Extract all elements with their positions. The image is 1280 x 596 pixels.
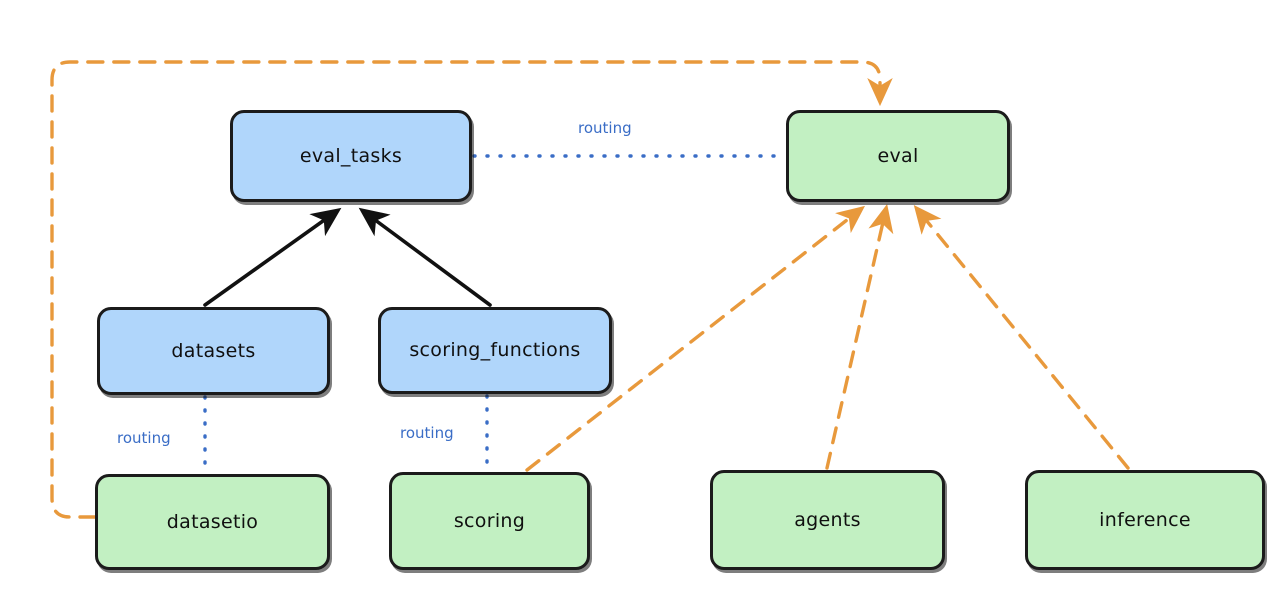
node-label-scoring-functions: scoring_functions (409, 339, 581, 362)
node-label-eval: eval (877, 144, 919, 167)
edge-scoring-to-eval (525, 205, 866, 472)
node-agents[interactable]: agents (710, 470, 945, 570)
node-datasetio[interactable]: datasetio (95, 474, 330, 570)
edge-inference-to-eval (913, 205, 1130, 470)
node-scoring[interactable]: scoring (389, 472, 590, 570)
node-scoring-functions[interactable]: scoring_functions (378, 307, 612, 394)
edge-label-routing-scoring-functions-scoring: routing (400, 424, 454, 442)
node-label-datasetio: datasetio (166, 510, 259, 533)
node-label-inference: inference (1099, 508, 1191, 531)
node-label-datasets: datasets (171, 339, 256, 362)
node-eval[interactable]: eval (786, 110, 1010, 202)
node-label-eval-tasks: eval_tasks (299, 144, 403, 167)
edge-label-routing-eval-tasks-eval: routing (578, 119, 632, 137)
edge-agents-to-eval (825, 204, 894, 470)
edge-datasets-to-eval_tasks (203, 207, 342, 307)
edge-datasetio-to-eval (50, 60, 893, 519)
node-datasets[interactable]: datasets (97, 307, 330, 395)
node-inference[interactable]: inference (1025, 470, 1265, 570)
node-eval-tasks[interactable]: eval_tasks (230, 110, 472, 202)
node-label-agents: agents (794, 508, 861, 531)
node-label-scoring: scoring (453, 509, 526, 532)
edge-label-routing-datasets-datasetio: routing (117, 429, 171, 447)
edge-scoring_functions-to-eval_tasks (358, 207, 492, 307)
